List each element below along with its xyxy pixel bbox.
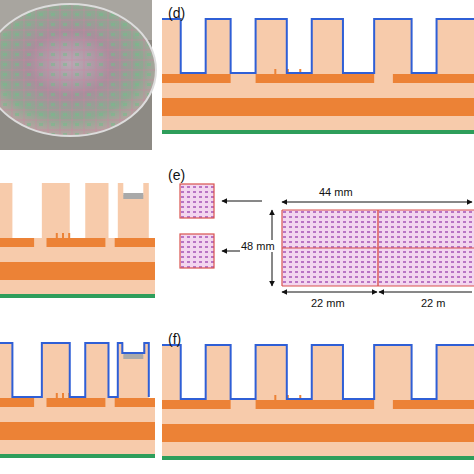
dimension-label: 22 mm [310, 297, 346, 309]
panel-label: (d) [168, 6, 185, 21]
cross-section [0, 343, 155, 458]
dimension-label: 22 m [420, 297, 446, 309]
reticle-layout [180, 184, 474, 292]
cross-section [0, 183, 155, 298]
wafer-photo [0, 0, 156, 150]
panel-label: (e) [168, 168, 185, 183]
cross-section [162, 19, 474, 134]
cross-section [162, 345, 474, 460]
dimension-label: 48 mm [240, 240, 276, 252]
panel-label: (f) [168, 332, 181, 347]
dimension-label: 44 mm [318, 186, 354, 198]
